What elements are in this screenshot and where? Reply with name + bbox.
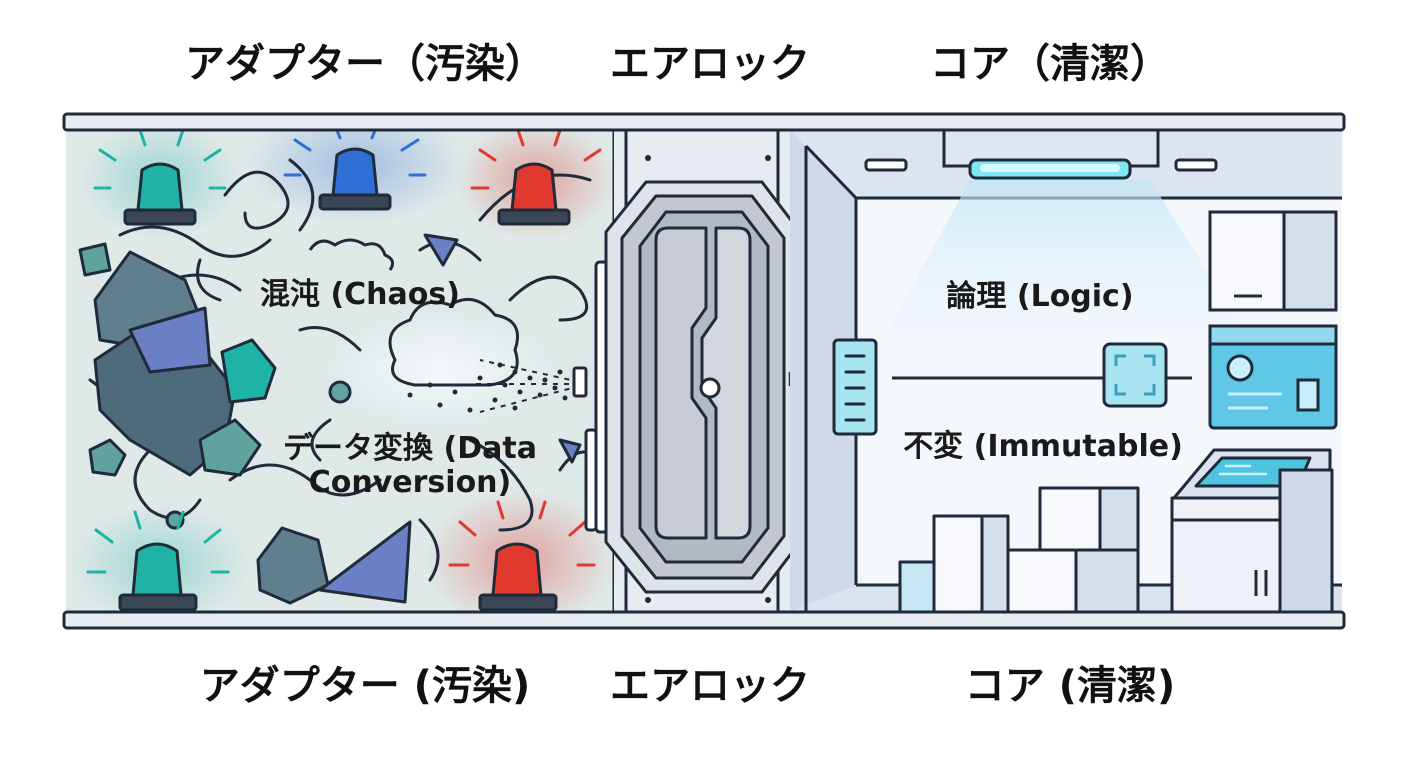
control-panel-icon bbox=[832, 338, 878, 436]
label-data-conversion-line1: データ変換 (Data bbox=[283, 431, 537, 466]
heading-top-core: コア（清潔） bbox=[930, 41, 1170, 87]
heading-bottom-airlock: エアロック bbox=[610, 663, 810, 709]
heading-top-adapter: アダプター（汚染） bbox=[185, 41, 545, 87]
alarm-light-icon bbox=[497, 162, 571, 226]
airlock-door-icon bbox=[604, 180, 802, 594]
display-panel-icon bbox=[1208, 324, 1338, 430]
alarm-light-icon bbox=[318, 147, 392, 211]
alarm-light-icon bbox=[123, 162, 197, 226]
focus-frame-icon bbox=[1102, 342, 1168, 408]
label-data-conversion-line2: Conversion) bbox=[308, 465, 512, 500]
label-chaos: 混沌 (Chaos) bbox=[260, 277, 460, 312]
alarm-light-icon bbox=[118, 542, 198, 612]
alarm-light-icon bbox=[478, 542, 558, 612]
storage-cabinet-icon bbox=[1208, 210, 1338, 312]
heading-top-airlock: エアロック bbox=[610, 41, 810, 87]
adapter-zone bbox=[66, 130, 616, 612]
core-zone bbox=[790, 128, 1342, 614]
heading-bottom-core: コア (清潔) bbox=[964, 663, 1176, 709]
label-logic: 論理 (Logic) bbox=[946, 279, 1134, 314]
label-immutable: 不変 (Immutable) bbox=[903, 429, 1183, 464]
heading-bottom-adapter: アダプター (汚染) bbox=[199, 663, 531, 709]
airlock-zone bbox=[584, 114, 808, 628]
